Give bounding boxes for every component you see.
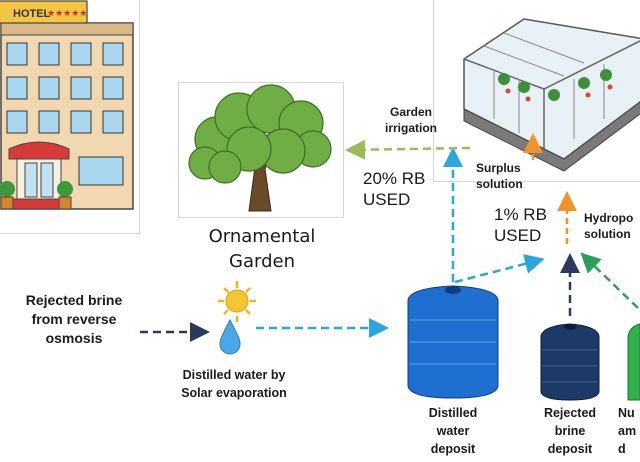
distill-line2: Solar evaporation: [181, 386, 287, 400]
label-distilled-water-deposit: Distilled water deposit: [412, 404, 494, 458]
label-hydroponic-solution: Hydropo solution: [584, 210, 640, 242]
surplus-line1: Surplus: [476, 161, 521, 175]
dist-dep-line2: water: [436, 424, 470, 438]
source-line1: Rejected brine: [25, 292, 123, 308]
hotel-illustration: HOTEL ★★★★★: [0, 0, 140, 234]
label-20pct-rb-used: 20% RB USED: [363, 168, 443, 210]
nut-dep-line1: Nu: [618, 406, 635, 420]
garden-title-line2: Garden: [229, 251, 295, 272]
arrow-tank-to-1pct: [454, 254, 545, 284]
brine-dep-line1: Rejected: [543, 406, 597, 420]
source-line3: osmosis: [45, 330, 103, 346]
label-1pct-rb-used: 1% RB USED: [494, 204, 564, 246]
brine-dep-line3: deposit: [547, 442, 593, 456]
dist-dep-line1: Distilled: [428, 406, 478, 420]
label-garden-irrigation: Garden irrigation: [376, 104, 446, 136]
hydroponic-line1: Hydropo: [584, 211, 634, 225]
label-nutrient-deposit: Nu am d: [618, 404, 640, 458]
rb1-line2: USED: [494, 226, 542, 245]
arrow-greenhouse-to-garden: [345, 139, 471, 160]
ornamental-garden-title: Ornamental Garden: [196, 224, 328, 274]
hydroponic-line2: solution: [584, 227, 631, 241]
garden-irrigation-line1: Garden: [389, 105, 432, 119]
source-line2: from reverse: [31, 311, 117, 327]
tree-icon: [188, 84, 332, 212]
rb20-line1: 20% RB: [363, 169, 426, 188]
hotel-icon: HOTEL ★★★★★: [0, 0, 134, 210]
label-distilled-by-solar: Distilled water by Solar evaporation: [162, 366, 306, 402]
greenhouse-icon: [463, 18, 640, 172]
nut-dep-line3: d: [618, 442, 626, 456]
label-surplus-solution: Surplus solution: [476, 160, 546, 192]
rb1-line1: 1% RB: [494, 205, 547, 224]
label-rejected-brine-deposit: Rejected brine deposit: [530, 404, 610, 458]
hotel-sign: HOTEL: [13, 8, 51, 20]
dist-dep-line3: deposit: [430, 442, 476, 456]
brine-dep-line2: brine: [554, 424, 586, 438]
ornamental-garden-illustration: [178, 82, 344, 218]
rb20-line2: USED: [363, 190, 411, 209]
garden-title-line1: Ornamental: [208, 226, 316, 247]
surplus-line2: solution: [476, 177, 523, 191]
garden-irrigation-line2: irrigation: [384, 121, 437, 135]
distill-line1: Distilled water by: [182, 368, 286, 382]
nut-dep-line2: am: [618, 424, 637, 438]
label-rejected-brine-source: Rejected brine from reverse osmosis: [8, 291, 140, 348]
svg-text:★★★★★: ★★★★★: [47, 8, 87, 18]
